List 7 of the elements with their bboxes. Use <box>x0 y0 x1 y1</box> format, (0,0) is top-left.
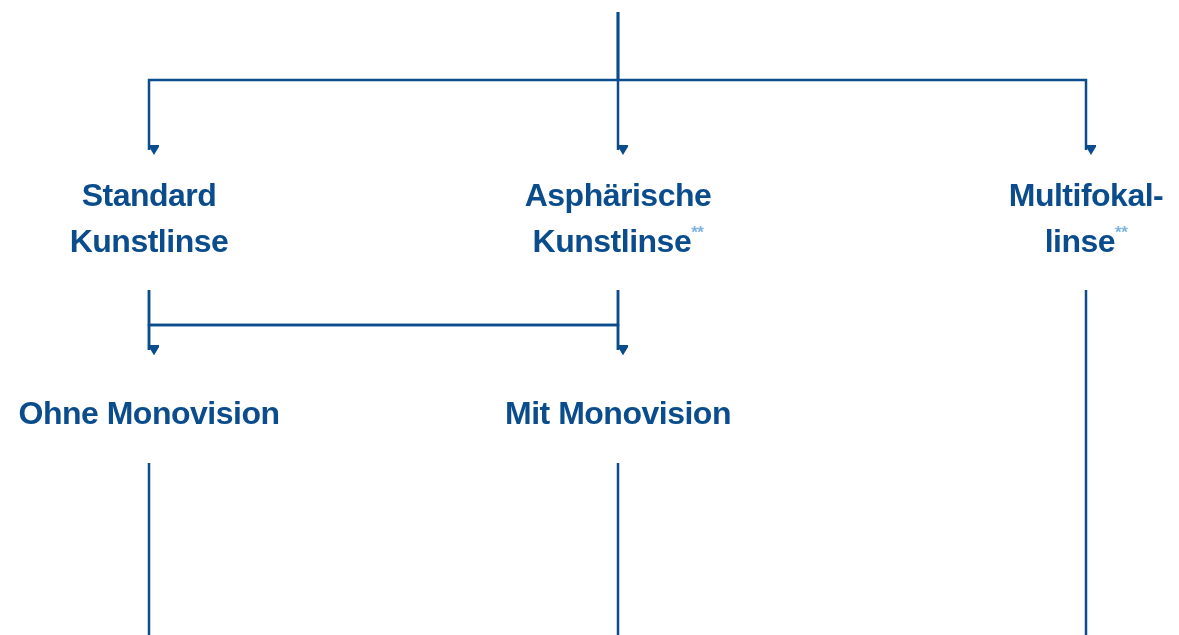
connector-arrow <box>616 12 1097 155</box>
node-label: Standard Kunstlinse <box>68 176 230 261</box>
node-label: Ohne Monovision <box>17 394 281 433</box>
node-label: Mit Monovision <box>504 394 732 433</box>
node-label: Multifokal- linse$^{**}$ <box>1007 176 1165 261</box>
node-label: Asphärische Kunstlinse$^{**}$ <box>523 176 713 261</box>
connector-arrow <box>616 290 629 355</box>
